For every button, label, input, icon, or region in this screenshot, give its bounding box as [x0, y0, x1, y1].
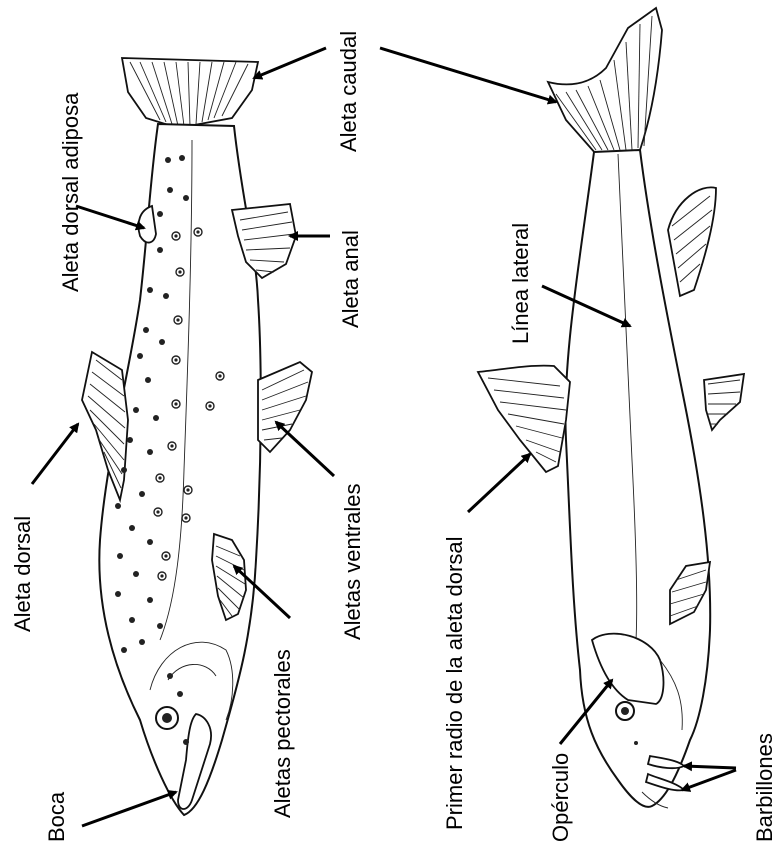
label-aleta-dorsal: Aleta dorsal: [10, 516, 35, 632]
label-aletas-ventrales: Aletas ventrales: [340, 483, 365, 640]
label-barbillones: Barbillones: [752, 733, 777, 842]
arrow-barbillones-2: [682, 770, 736, 790]
arrow-primer-radio: [468, 454, 530, 512]
trout-ventral-fin: [258, 362, 312, 452]
fish2-pupil: [621, 707, 629, 715]
arrow-barbillones-1: [684, 766, 736, 768]
trout-pupil: [162, 713, 172, 723]
label-aleta-anal: Aleta anal: [338, 230, 363, 328]
label-primer-radio: Primer radio de la aleta dorsal: [442, 537, 467, 830]
second-fish-illustration: [478, 8, 744, 808]
arrow-aletas-ventrales: [276, 422, 334, 476]
label-aletas-pectorales: Aletas pectorales: [270, 649, 295, 818]
arrow-aleta-dorsal-adiposa: [76, 206, 144, 228]
arrow-aleta-caudal-left: [254, 48, 326, 78]
arrow-boca: [82, 792, 176, 826]
trout-adipose-fin: [139, 206, 157, 243]
trout-dorsal-fin: [82, 352, 128, 500]
label-aleta-dorsal-adiposa: Aleta dorsal adiposa: [58, 92, 83, 292]
label-operculo: Opérculo: [548, 753, 573, 842]
fish2-nostril: [634, 741, 638, 745]
label-linea-lateral: Línea lateral: [508, 223, 533, 344]
label-aleta-caudal: Aleta caudal: [336, 31, 361, 152]
arrow-aleta-dorsal: [32, 424, 78, 484]
label-boca: Boca: [44, 791, 69, 842]
arrow-aleta-caudal-right: [380, 48, 556, 102]
fish2-upper-fin: [668, 187, 716, 296]
